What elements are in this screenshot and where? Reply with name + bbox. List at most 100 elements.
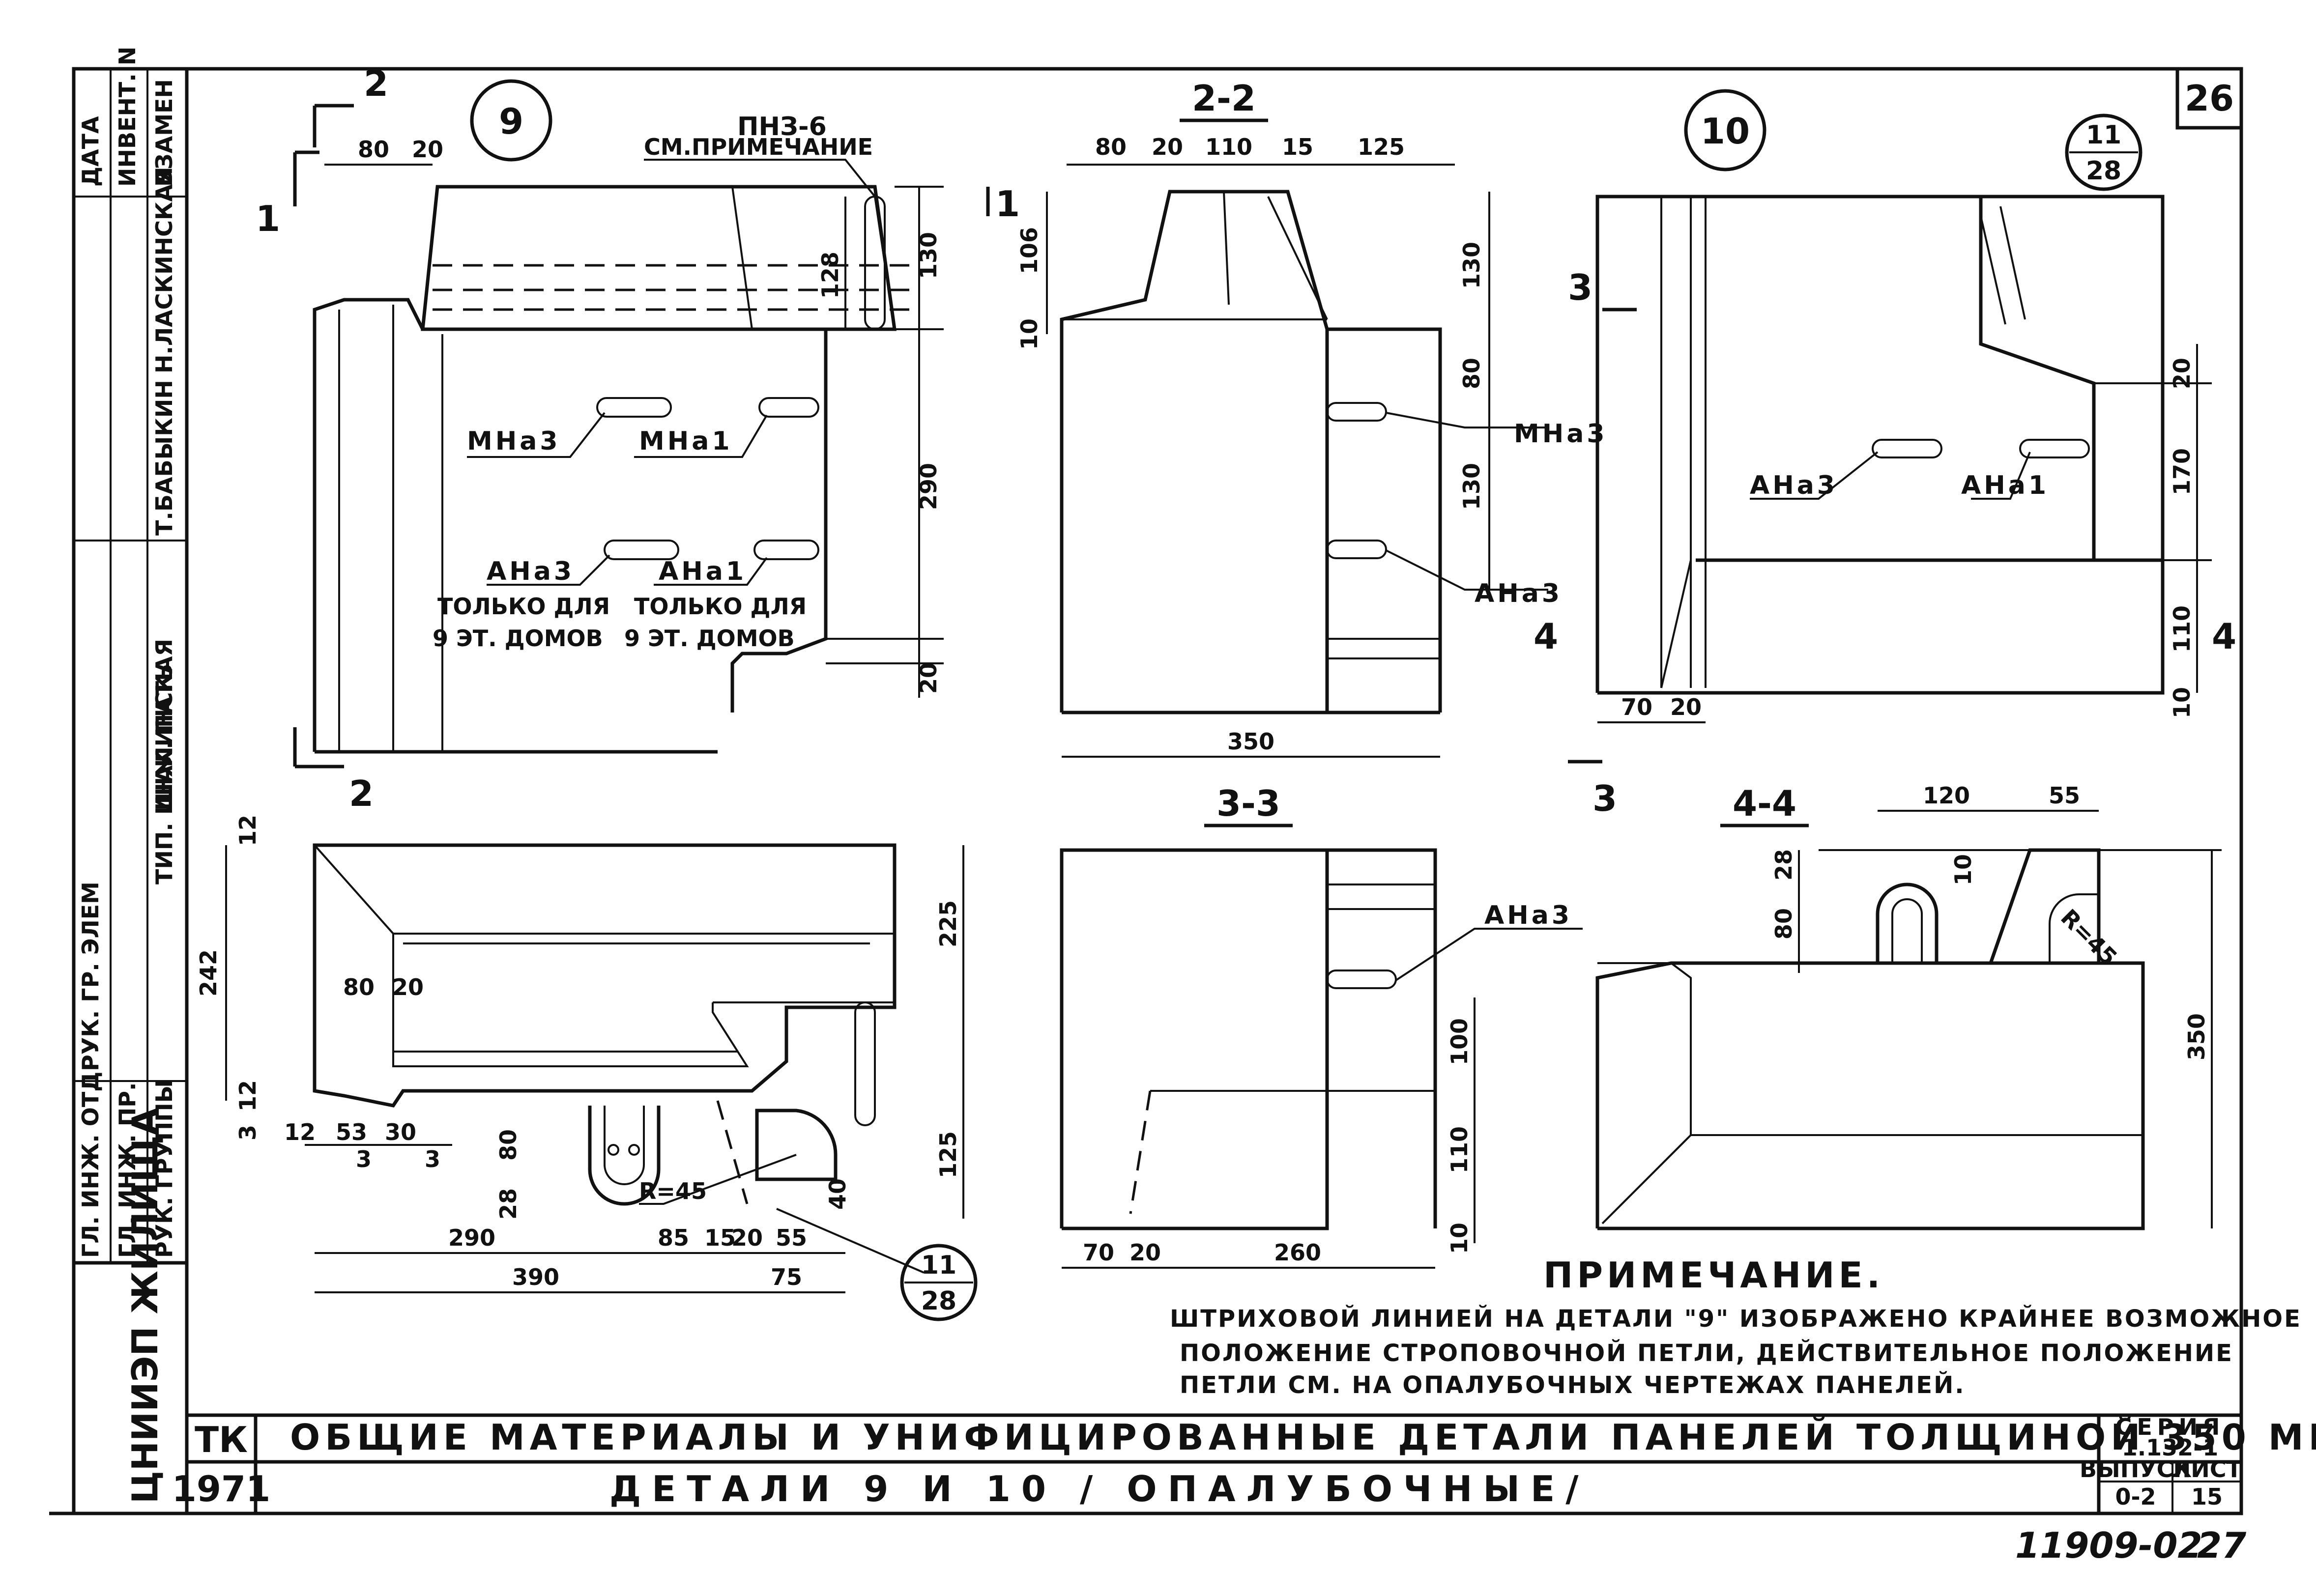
plan9-dim-small-2: 53	[336, 1119, 367, 1145]
detail-9-number: 9	[499, 101, 523, 142]
cut-1-left: 1	[256, 198, 280, 239]
s44-dim-left-3: 10	[1950, 854, 1976, 885]
d10-cut-4-left: 4	[1534, 616, 1558, 657]
section-2-2-title: 2-2	[1192, 78, 1256, 119]
s22-dim-left-2: 10	[1016, 318, 1042, 350]
plan9-dim-left-3: 12	[234, 1080, 261, 1112]
d9-dim-right-3: 290	[915, 463, 942, 510]
d9-dim-top-2: 20	[412, 136, 443, 163]
s22-dim-top-5: 125	[1358, 134, 1405, 160]
detail-10-number: 10	[1701, 111, 1750, 152]
s22-label-mna3: МНа3	[1514, 419, 1608, 449]
s22-dim-top-1: 80	[1095, 134, 1127, 160]
d10-ref-top: 11	[2086, 120, 2121, 150]
d10-cut-3-bottom: 3	[1592, 778, 1617, 819]
section-3-3: 3-3 АНа3 100 110 10 70 20 260	[1060, 783, 1583, 1269]
s22-dim-top-2: 20	[1152, 134, 1183, 160]
plan9-chain-4: 20	[731, 1225, 763, 1251]
general-note: ПРИМЕЧАНИЕ. ШТРИХОВОЙ ЛИНИЕЙ НА ДЕТАЛИ "…	[1170, 1254, 2302, 1399]
s22-label-ana3: АНа3	[1475, 579, 1563, 608]
s44-dim-top-2: 55	[2049, 782, 2080, 809]
detail-10-elevation: 10 11 28 3 3 4 4 20 170 110 10 70	[1534, 89, 2236, 819]
d9-ref-note: СМ.ПРИМЕЧАНИЕ	[644, 134, 873, 160]
archive-code: 11909-02	[2015, 1525, 2202, 1566]
title-sub: ДЕТАЛИ 9 И 10 / ОПАЛУБОЧНЫЕ/	[609, 1468, 1590, 1510]
d9-dim-right-1: 128	[817, 252, 843, 299]
section-4-4-title: 4-4	[1733, 783, 1796, 824]
stamp-name-2: ШАЛИНСКАЯ	[151, 639, 177, 811]
detail-9-elevation: 9 2 1 2	[256, 63, 944, 814]
s33-dim-bottom-3: 260	[1274, 1239, 1321, 1266]
s33-dim-right-2: 110	[1446, 1126, 1473, 1173]
archive-page: 27	[2197, 1525, 2246, 1566]
d10-dim-bottom-1: 70	[1621, 694, 1652, 720]
cut-1-right: 1	[995, 183, 1020, 225]
plan9-ref-top: 11	[921, 1251, 956, 1280]
section-4-4: 4-4 120 55 28 80 10 R=45 350	[1595, 782, 2222, 1230]
cut-2-top: 2	[364, 63, 388, 104]
s33-dim-right-3: 10	[1446, 1223, 1473, 1254]
s22-dim-right-3: 130	[1458, 463, 1485, 510]
plan9-dim-small-3: 30	[385, 1119, 416, 1145]
d9-label-ana1: АНа1	[659, 557, 747, 586]
series-label: СЕРИЯ	[2115, 1414, 2225, 1440]
note-line-1: ШТРИХОВОЙ ЛИНИЕЙ НА ДЕТАЛИ "9" ИЗОБРАЖЕН…	[1170, 1305, 2302, 1333]
stamp-role-3: РУК. ГРУППЫ	[151, 1080, 177, 1258]
d10-dim-right-4: 10	[2169, 687, 2195, 718]
plan9-dim-small-5: 3	[425, 1146, 440, 1172]
d10-cut-3-top: 3	[1568, 267, 1592, 308]
s44-radius: R=45	[2055, 904, 2122, 971]
d9-dim-top-1: 80	[358, 136, 389, 163]
note-line-2: ПОЛОЖЕНИЕ СТРОПОВОЧНОЙ ПЕТЛИ, ДЕЙСТВИТЕЛ…	[1180, 1339, 2233, 1367]
stamp-role-4: РУК. ГР. ЭЛЕМ	[77, 882, 104, 1071]
sheet-value: 15	[2191, 1483, 2223, 1510]
stamp-name-1: Н.ЛАСКИНСКАЯ	[151, 167, 177, 373]
plan9-radius: R=45	[639, 1178, 707, 1204]
detail-10-marker	[1684, 89, 1766, 171]
plan9-dim-inner-2: 20	[392, 974, 424, 1000]
stamp-col-inventory: ИНВЕНТ. N	[114, 47, 141, 187]
s44-dim-top-1: 120	[1923, 782, 1970, 809]
d9-label-mna1: МНа1	[639, 427, 733, 456]
plan9-dim-left-1: 12	[234, 815, 261, 846]
d9-only-note-2: 9 ЭТ. ДОМОВ	[433, 625, 603, 652]
plan9-chain-5: 55	[776, 1225, 807, 1251]
plan9-chain-2: 85	[658, 1225, 689, 1251]
plan9-ref-marker	[900, 1244, 978, 1321]
d9-dim-right-2: 130	[915, 232, 942, 279]
s33-label-ana3: АНа3	[1484, 901, 1572, 930]
d10-cut-4-right: 4	[2212, 616, 2236, 657]
note-line-3: ПЕТЛИ СМ. НА ОПАЛУБОЧНЫХ ЧЕРТЕЖАХ ПАНЕЛЕ…	[1180, 1371, 1965, 1399]
stamp-name-3: Т.БАБЫКИН	[151, 380, 177, 536]
plan9-dim-right-1: 225	[935, 900, 961, 947]
d9-only-note-4: 9 ЭТ. ДОМОВ	[624, 625, 795, 652]
d10-ref-bottom: 28	[2086, 156, 2121, 186]
detail-10-ref-marker	[2065, 114, 2142, 191]
s22-dim-right-1: 130	[1458, 242, 1485, 289]
plan9-dim-left-2: 242	[195, 949, 222, 997]
stamp-role-5: ТИП. ИНЖ. ПАТЬ	[151, 664, 177, 884]
d10-dim-right-2: 170	[2169, 448, 2195, 495]
organization-logo: ЦНИИЭП ЖИЛИЩА	[72, 1108, 189, 1515]
sheet-label: ЛИСТ	[2172, 1456, 2242, 1482]
plan9-dim-loop-1: 80	[495, 1129, 521, 1161]
plan9-chain-3: 15	[704, 1225, 736, 1251]
s22-dim-top-4: 15	[1282, 134, 1313, 160]
plan9-total-1: 390	[512, 1264, 559, 1290]
detail-9-marker	[470, 79, 552, 162]
d9-ref-label: ПНЗ-6	[737, 112, 827, 142]
s44-dim-right: 350	[2183, 1013, 2210, 1060]
series-value: 1.132-1	[2122, 1434, 2219, 1461]
section-2-2: 2-2 1 80 20 110 15 125 106 10 130 80 130…	[986, 78, 1608, 758]
plan9-dim-right-2: 125	[935, 1131, 961, 1178]
year: 1971	[172, 1468, 270, 1510]
s22-dim-top-3: 110	[1205, 134, 1252, 160]
plan9-total-2: 75	[771, 1264, 802, 1290]
d10-dim-right-3: 110	[2169, 605, 2195, 653]
d9-label-ana3: АНа3	[487, 557, 575, 586]
plan9-dim-loop-3: 40	[824, 1178, 851, 1210]
logo-text: ЦНИИЭП ЖИЛИЩА	[124, 1108, 166, 1504]
section-3-3-title: 3-3	[1216, 783, 1280, 824]
sheet-number: 26	[2185, 78, 2234, 119]
